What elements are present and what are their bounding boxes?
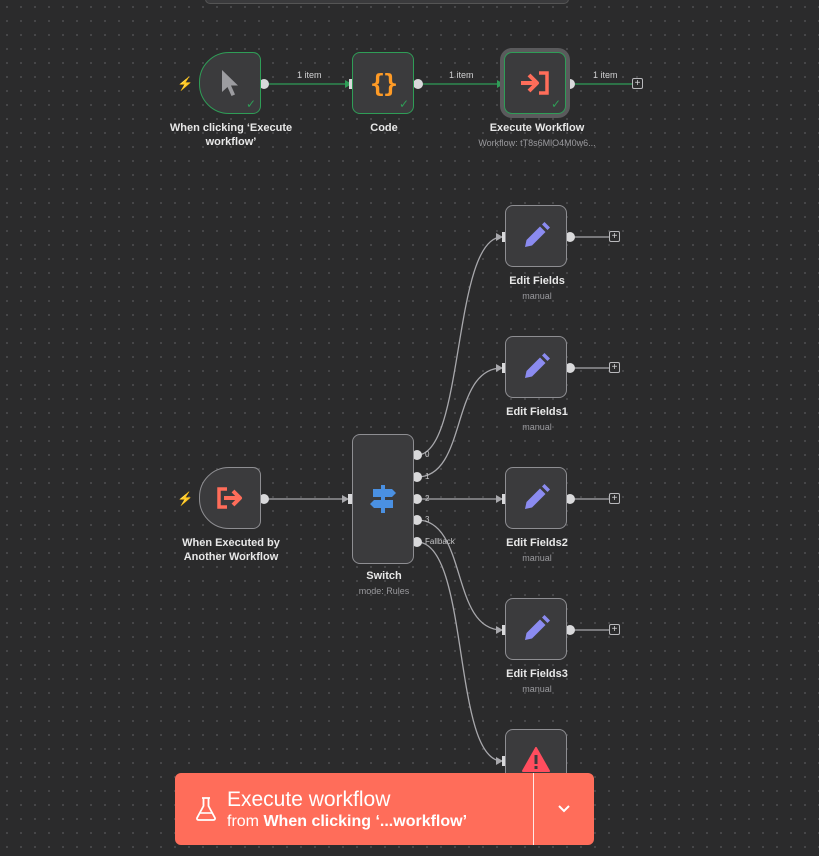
switch-output-label: 1 <box>425 472 430 481</box>
trigger-bolt-icon: ⚡ <box>177 491 194 506</box>
execute-trigger-dropdown[interactable] <box>534 773 594 845</box>
mouse-pointer-icon <box>222 70 238 96</box>
edge-item-count: 1 item <box>593 70 618 80</box>
output-port <box>565 494 575 504</box>
success-check-icon: ✓ <box>398 97 409 111</box>
node-subtitle: manual <box>522 684 552 694</box>
edge-item-count: 1 item <box>297 70 322 80</box>
input-port <box>349 79 353 89</box>
switch-output-label: 2 <box>425 494 430 503</box>
warning-triangle-icon <box>522 747 550 772</box>
execute-workflow-source: from When clicking ‘...workflow’ <box>227 812 467 832</box>
arrowhead <box>497 80 504 88</box>
node-label: When clicking ‘Execute workflow’ <box>169 122 293 148</box>
switch-output-label: 0 <box>425 450 430 459</box>
node-subtitle: manual <box>522 291 552 301</box>
chevron-down-icon <box>558 805 570 813</box>
arrowhead <box>345 80 352 88</box>
connection-switch-fallback <box>416 541 503 762</box>
output-port <box>565 625 575 635</box>
node-subtitle: manual <box>522 553 552 563</box>
pencil-icon <box>525 615 550 640</box>
execute-workflow-button[interactable]: Execute workflow from When clicking ‘...… <box>175 773 594 845</box>
output-port <box>412 494 422 504</box>
input-port <box>502 232 506 242</box>
node-label: Edit Fields3 <box>506 668 568 680</box>
arrowhead <box>496 364 503 372</box>
connection-switch-1 <box>416 367 503 478</box>
output-port <box>259 79 269 89</box>
input-port <box>502 494 506 504</box>
output-port <box>412 472 422 482</box>
input-port <box>502 363 506 373</box>
input-port <box>502 625 506 635</box>
add-node-button[interactable]: + <box>632 78 643 89</box>
arrowhead <box>496 233 503 241</box>
add-node-button[interactable]: + <box>609 624 620 635</box>
node-label: Switch <box>366 570 402 582</box>
output-port <box>412 537 422 547</box>
connection-switch-3 <box>416 519 503 631</box>
arrowhead <box>342 495 349 503</box>
node-manual-trigger[interactable]: ✓ <box>199 52 261 114</box>
code-braces-icon: {} <box>369 68 398 98</box>
node-label: Edit Fields1 <box>506 406 568 418</box>
arrowhead <box>496 626 503 634</box>
switch-output-label: Fallback <box>425 537 455 546</box>
pencil-icon <box>525 222 550 247</box>
execute-from-prefix: from <box>227 812 259 830</box>
add-node-button[interactable]: + <box>609 493 620 504</box>
switch-output-label: 3 <box>425 515 430 524</box>
output-port <box>413 79 423 89</box>
connection-switch-0 <box>416 236 503 456</box>
node-execute-workflow[interactable]: ✓ <box>504 52 566 114</box>
input-port <box>348 494 352 504</box>
node-label: Edit Fields <box>509 275 565 287</box>
execute-from-target: When clicking ‘...workflow’ <box>263 812 468 830</box>
node-code[interactable]: {} ✓ <box>352 52 414 114</box>
execute-workflow-icon <box>521 71 549 95</box>
output-port <box>565 363 575 373</box>
node-execute-workflow-trigger[interactable] <box>199 467 261 529</box>
node-label: Execute Workflow <box>489 122 585 134</box>
node-edit-fields[interactable] <box>505 205 567 267</box>
signpost-icon <box>370 485 396 513</box>
node-subtitle: Workflow: tT8s6MlO4M0w6... <box>478 138 596 148</box>
execute-workflow-main[interactable]: Execute workflow from When clicking ‘...… <box>175 773 533 845</box>
output-port <box>565 232 575 242</box>
node-label: Code <box>370 122 398 134</box>
pencil-icon <box>525 484 550 509</box>
output-port <box>565 79 575 89</box>
output-port <box>412 515 422 525</box>
node-subtitle: manual <box>522 422 552 432</box>
add-node-button[interactable]: + <box>609 362 620 373</box>
workflow-exit-icon <box>217 487 242 509</box>
success-check-icon: ✓ <box>550 97 561 111</box>
node-edit-fields-3[interactable] <box>505 598 567 660</box>
node-edit-fields-1[interactable] <box>505 336 567 398</box>
input-port <box>502 756 506 766</box>
button-divider <box>533 773 534 845</box>
arrowhead <box>496 757 503 765</box>
node-edit-fields-2[interactable] <box>505 467 567 529</box>
arrowhead <box>496 495 503 503</box>
node-label: Edit Fields2 <box>506 537 568 549</box>
node-subtitle: mode: Rules <box>358 586 410 596</box>
output-port <box>259 494 269 504</box>
execute-workflow-title: Execute workflow <box>227 787 391 811</box>
node-switch[interactable] <box>352 434 414 564</box>
trigger-bolt-icon: ⚡ <box>177 76 194 91</box>
pencil-icon <box>525 353 550 378</box>
edge-item-count: 1 item <box>449 70 474 80</box>
flask-icon <box>196 797 216 821</box>
node-label: When Executed by Another Workflow <box>182 537 280 563</box>
add-node-button[interactable]: + <box>609 231 620 242</box>
output-port <box>412 450 422 460</box>
success-check-icon: ✓ <box>245 97 256 111</box>
